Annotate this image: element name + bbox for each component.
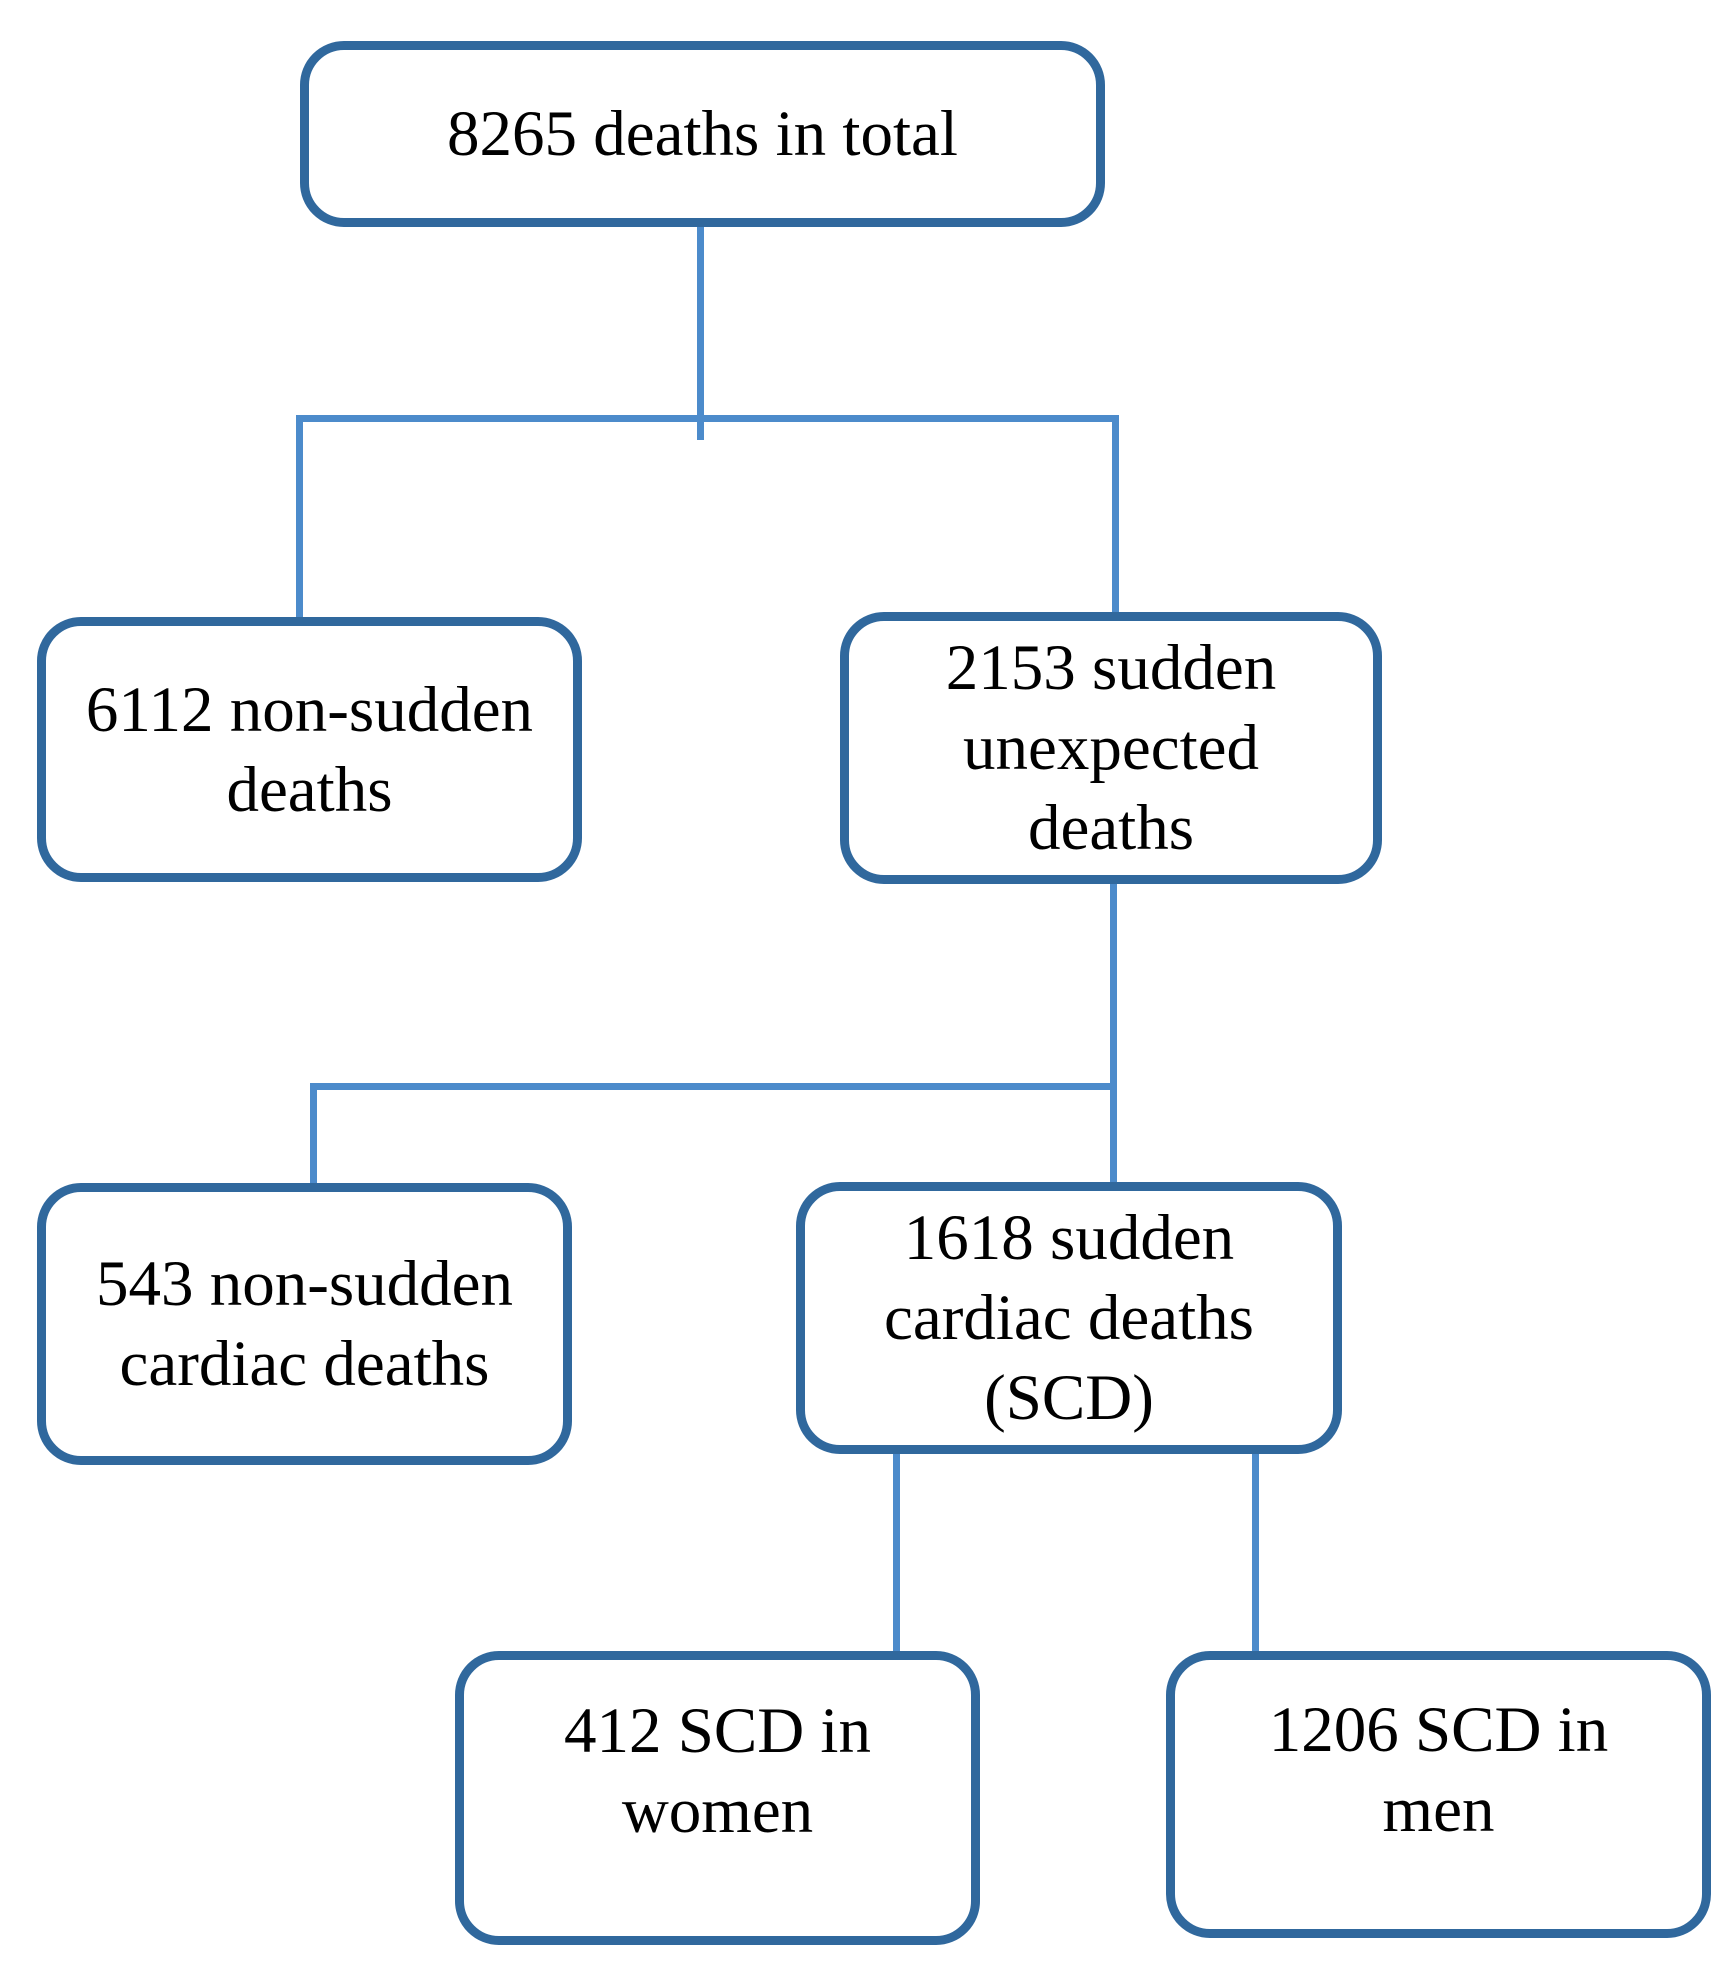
- node-non-sudden-cardiac-deaths-line: cardiac deaths: [119, 1328, 490, 1400]
- node-sudden-unexpected-deaths-line: unexpected: [963, 712, 1259, 784]
- node-sudden-unexpected-deaths-line: 2153 sudden: [945, 632, 1277, 704]
- connector-level2-left-drop: [310, 1083, 317, 1186]
- connector-scd-to-men: [1252, 1452, 1259, 1654]
- node-scd-men-line: men: [1382, 1773, 1495, 1846]
- node-non-sudden-cardiac-deaths: 543 non-sudden cardiac deaths: [37, 1183, 572, 1465]
- node-non-sudden-deaths: 6112 non-sudden deaths: [37, 617, 582, 882]
- node-sudden-unexpected-deaths-label: 2153 sudden unexpected deaths: [946, 628, 1276, 868]
- node-scd-women-line: 412 SCD in: [563, 1694, 871, 1767]
- node-total-deaths-label: 8265 deaths in total: [447, 94, 958, 174]
- node-non-sudden-deaths-line: deaths: [226, 753, 393, 826]
- node-sudden-cardiac-deaths: 1618 sudden cardiac deaths (SCD): [796, 1182, 1342, 1454]
- connector-scd-to-women: [893, 1452, 900, 1654]
- node-sudden-unexpected-deaths: 2153 sudden unexpected deaths: [840, 612, 1382, 884]
- node-scd-men: 1206 SCD in men: [1166, 1651, 1711, 1938]
- node-sudden-cardiac-deaths-label: 1618 sudden cardiac deaths (SCD): [884, 1198, 1254, 1438]
- node-non-sudden-cardiac-deaths-line: 543 non-sudden: [95, 1248, 514, 1320]
- node-scd-men-label: 1206 SCD in men: [1269, 1690, 1609, 1850]
- node-scd-women-label: 412 SCD in women: [564, 1691, 871, 1851]
- node-total-deaths-line: 8265 deaths in total: [447, 98, 958, 170]
- node-sudden-cardiac-deaths-line: 1618 sudden: [903, 1202, 1235, 1274]
- node-total-deaths: 8265 deaths in total: [300, 41, 1105, 227]
- connector-level1-horizontal: [296, 415, 1119, 422]
- connector-level1-right-drop: [1112, 415, 1119, 615]
- connector-sudden-unexpected-stem: [1110, 882, 1117, 1185]
- connector-total-stem: [697, 227, 704, 440]
- node-scd-men-line: 1206 SCD in: [1268, 1693, 1609, 1766]
- node-non-sudden-deaths-label: 6112 non-sudden deaths: [86, 670, 533, 830]
- node-sudden-cardiac-deaths-line: cardiac deaths: [884, 1282, 1254, 1354]
- connector-level2-horizontal: [310, 1083, 1117, 1090]
- node-sudden-unexpected-deaths-line: deaths: [1027, 792, 1195, 864]
- node-non-sudden-cardiac-deaths-label: 543 non-sudden cardiac deaths: [96, 1244, 513, 1404]
- node-scd-women: 412 SCD in women: [455, 1651, 980, 1945]
- node-sudden-cardiac-deaths-line: (SCD): [984, 1362, 1154, 1434]
- node-scd-women-line: women: [621, 1774, 814, 1847]
- node-non-sudden-deaths-line: 6112 non-sudden: [85, 673, 534, 746]
- connector-level1-left-drop: [296, 415, 303, 620]
